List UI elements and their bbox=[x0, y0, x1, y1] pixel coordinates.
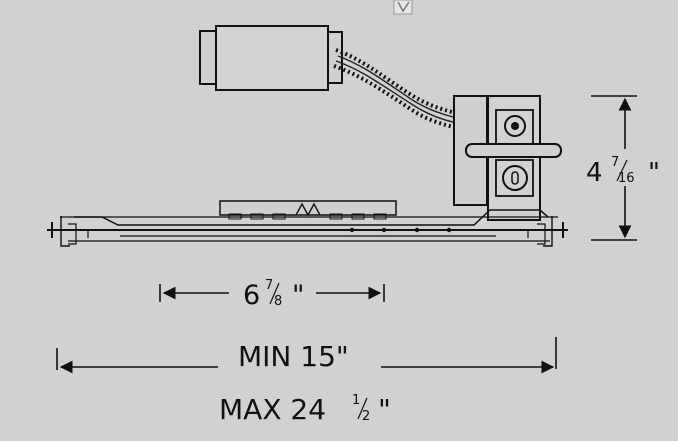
right-end-bracket bbox=[520, 216, 568, 247]
top-mark bbox=[393, 0, 413, 15]
min-dimension-label: MIN 15" bbox=[238, 340, 349, 373]
junction-box-icon bbox=[453, 95, 562, 221]
height-dimension-denominator: 16 bbox=[618, 171, 635, 186]
bar-dimension-numerator: 7 bbox=[265, 278, 273, 293]
max-dimension-prefix: MAX 24 bbox=[219, 393, 326, 426]
rail-clips bbox=[228, 213, 452, 233]
max-dimension-numerator: 1 bbox=[352, 393, 360, 408]
height-dimension: 4 7 16 " bbox=[586, 95, 660, 241]
bar-dimension-unit: " bbox=[292, 280, 304, 311]
min-dimension: MIN 15" bbox=[56, 337, 557, 374]
bar-dimension: 6 7 8 " bbox=[159, 278, 385, 311]
max-dimension: MAX 24 1 2 " bbox=[219, 393, 391, 426]
bar-dimension-denominator: 8 bbox=[274, 294, 282, 309]
max-dimension-unit: " bbox=[378, 393, 391, 426]
mounting-bar-icon bbox=[47, 200, 568, 247]
height-dimension-numerator: 7 bbox=[611, 155, 619, 170]
height-dimension-whole: 4 bbox=[586, 158, 603, 188]
left-end-bracket bbox=[47, 216, 89, 247]
transformer-box-icon bbox=[199, 25, 343, 91]
height-dimension-unit: " bbox=[648, 158, 660, 188]
max-dimension-denominator: 2 bbox=[362, 409, 370, 424]
bar-dimension-whole: 6 bbox=[243, 280, 260, 311]
